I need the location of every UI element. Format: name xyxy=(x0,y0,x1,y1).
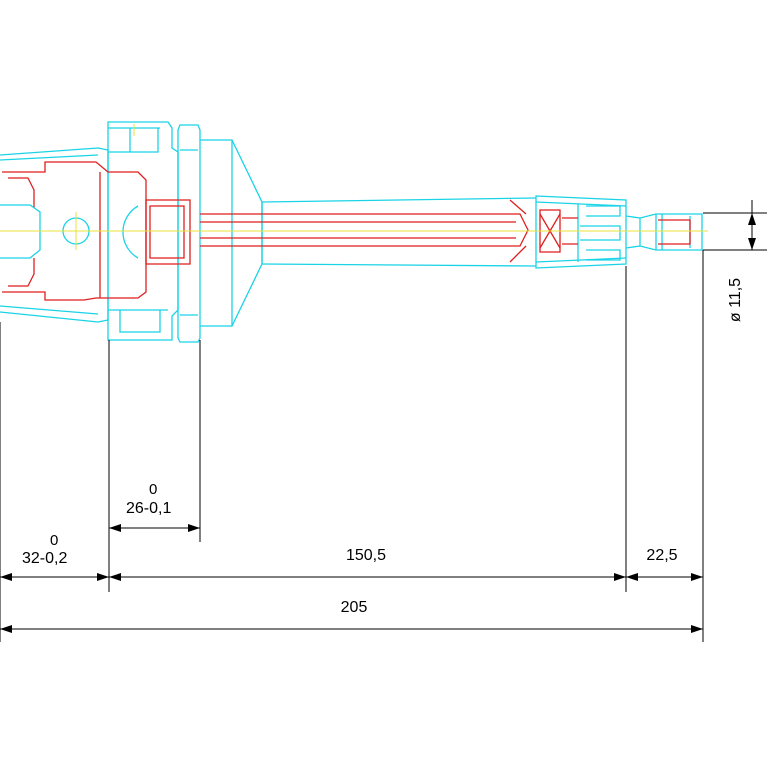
center-axis xyxy=(0,124,708,250)
diameter-label: ø 11,5 xyxy=(727,278,744,322)
dimension-labels: 0 26-0,1 0 32-0,2 150,5 22,5 205 ø 11,5 xyxy=(22,278,744,616)
shank-length-label: 32-0,2 xyxy=(22,550,67,567)
dimension-lines xyxy=(0,200,767,642)
dimension-arrows xyxy=(0,213,756,633)
overall-length-label: 205 xyxy=(341,599,368,616)
shank-tolerance-upper: 0 xyxy=(50,532,58,549)
extension-length-label: 150,5 xyxy=(346,547,386,564)
holder-outline xyxy=(0,121,703,343)
flange-length-label: 26-0,1 xyxy=(126,500,171,517)
collet-length-label: 22,5 xyxy=(646,547,677,564)
flange-tolerance-upper: 0 xyxy=(149,481,157,498)
